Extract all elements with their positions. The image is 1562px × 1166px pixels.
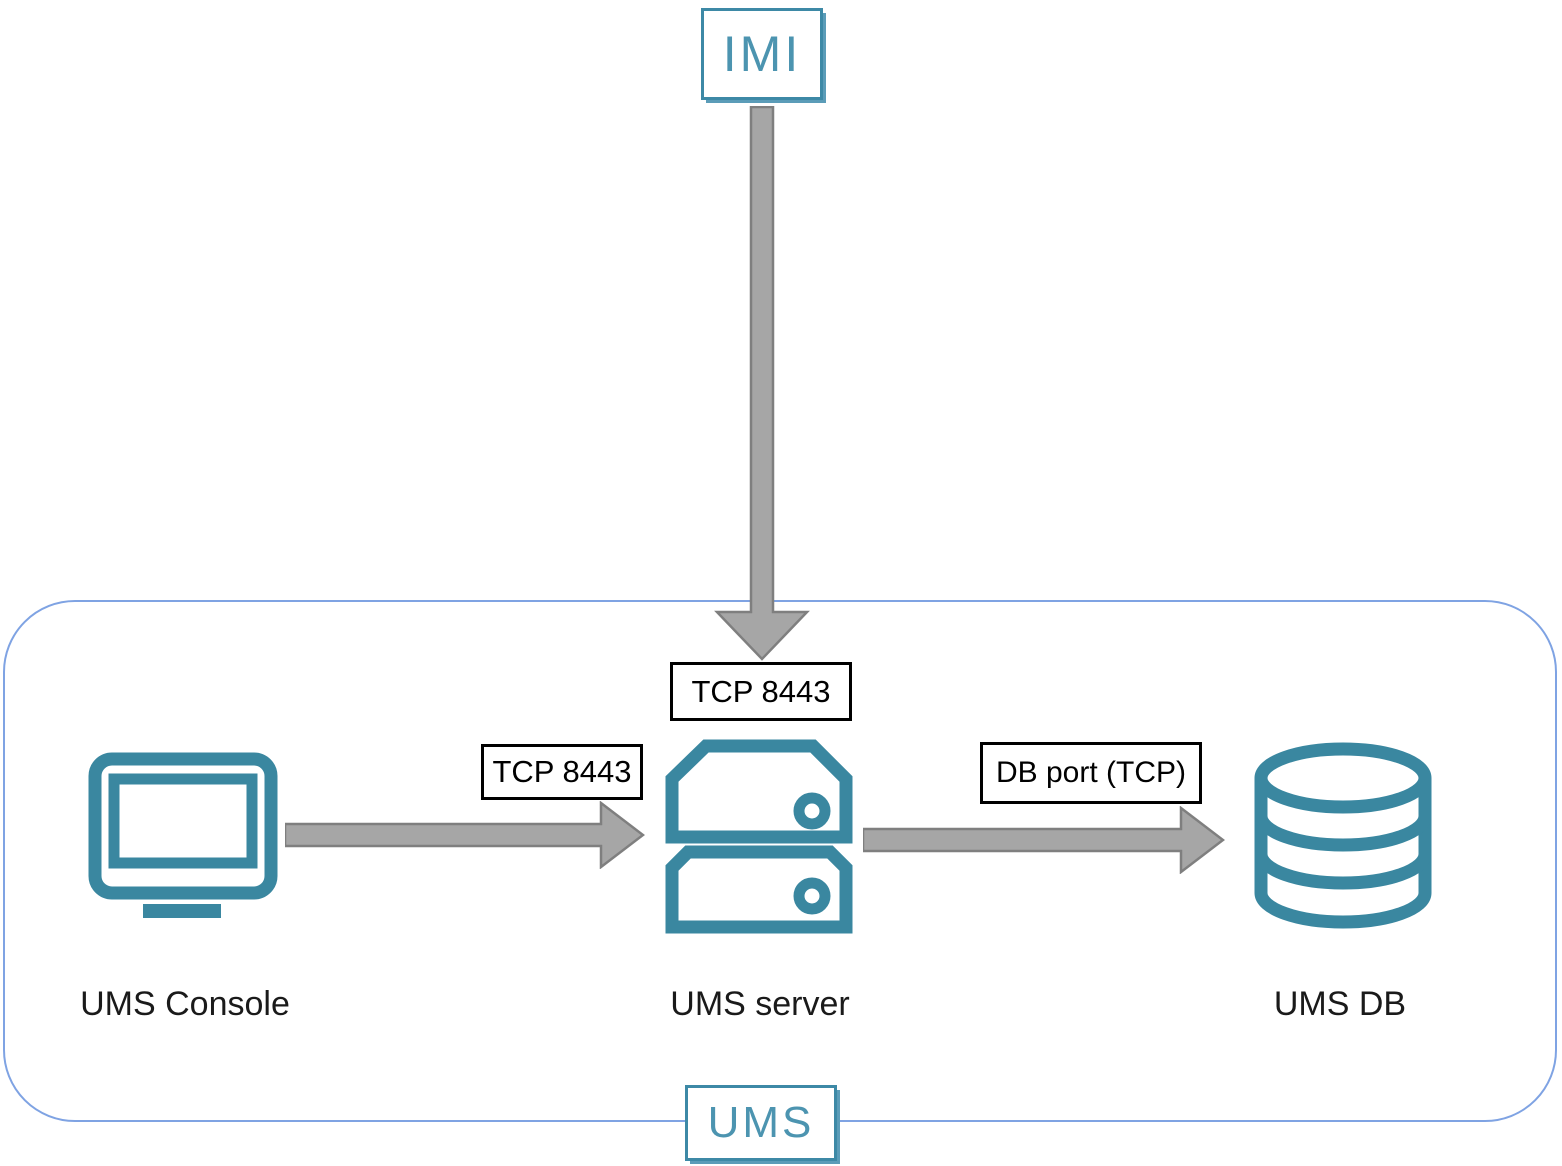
imi-node: IMI [701, 8, 823, 100]
port-label-console-server: TCP 8443 [481, 744, 643, 800]
database-icon [1254, 742, 1432, 929]
port-label-server-db: DB port (TCP) [980, 742, 1202, 804]
ums-container-label-box: UMS [685, 1085, 837, 1161]
server-icon [665, 739, 853, 934]
arrow-console-to-server [285, 801, 645, 869]
port-label-console-server-text: TCP 8443 [492, 754, 632, 789]
imi-node-label: IMI [722, 26, 802, 82]
port-label-server-db-text: DB port (TCP) [995, 756, 1187, 789]
db-node-label: UMS DB [1273, 985, 1407, 1023]
port-label-imi-server: TCP 8443 [670, 662, 852, 721]
server-node-label: UMS server [670, 985, 850, 1023]
ums-container-label-text: UMS [707, 1098, 815, 1147]
arrow-server-to-db [863, 806, 1225, 874]
console-node-label: UMS Console [80, 985, 290, 1023]
arrow-imi-to-server [714, 106, 810, 661]
port-label-imi-server-text: TCP 8443 [691, 673, 831, 709]
monitor-icon [88, 752, 278, 918]
